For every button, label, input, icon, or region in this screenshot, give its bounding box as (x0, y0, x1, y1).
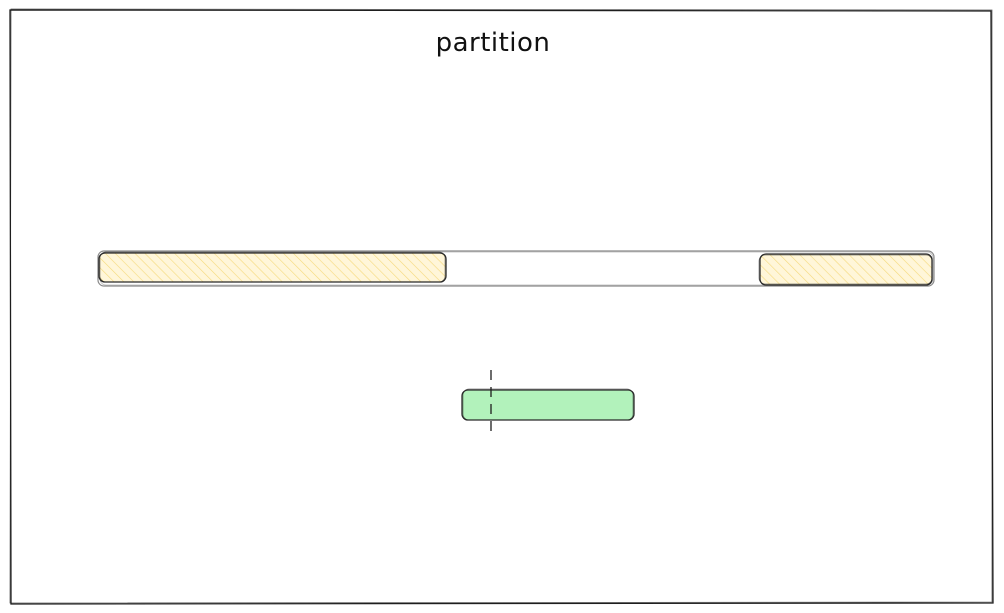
left-segment (98, 251, 447, 283)
diagram-title: partition (435, 28, 551, 58)
right-segment (758, 253, 933, 286)
query-block (461, 388, 635, 421)
diagram-frame (9, 8, 994, 605)
